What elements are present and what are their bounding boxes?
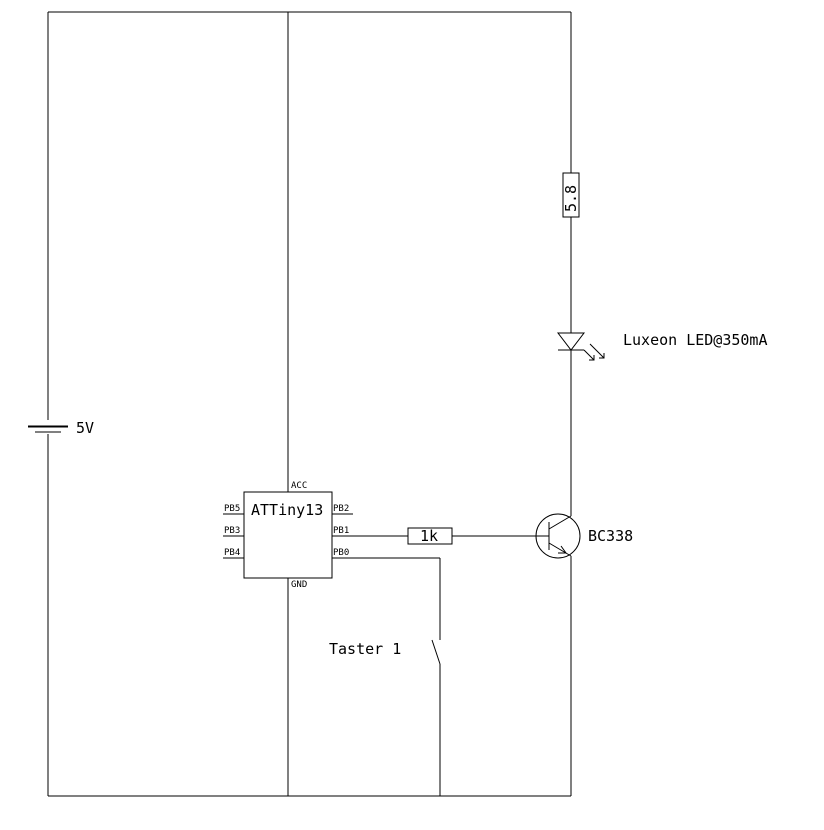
battery-symbol: 5V [28, 419, 94, 437]
pin-pb0-label: PB0 [333, 548, 349, 558]
pin-pb5-label: PB5 [224, 504, 240, 514]
led-light-arrow-1 [583, 349, 595, 361]
led-label: Luxeon LED@350mA [623, 331, 768, 349]
transistor-emitter [548, 542, 572, 557]
led-diode-triangle [556, 332, 586, 351]
switch-branch: Taster 1 [329, 557, 441, 796]
mcu-name: ATTiny13 [251, 501, 323, 519]
pin-pb2-label: PB2 [333, 504, 349, 514]
switch-label: Taster 1 [329, 640, 401, 658]
led-light-arrow-2 [589, 343, 605, 359]
transistor-emitter-arrow [558, 545, 567, 554]
switch-lever [431, 639, 441, 665]
resistor-5-8-label: 5.8 [562, 185, 580, 212]
transistor-collector [548, 515, 572, 530]
supply-wires [47, 11, 571, 797]
resistor-1k-label: 1k [420, 527, 438, 545]
pin-pb1-label: PB1 [333, 526, 349, 536]
pin-pb3-label: PB3 [224, 526, 240, 536]
led-light-arrowhead-1 [589, 355, 595, 361]
mcu-body [243, 491, 333, 579]
led-branch: 5.8 Luxeon LED@350mA [556, 12, 768, 796]
pin-gnd-label: GND [291, 580, 307, 590]
transistor-label: BC338 [588, 527, 633, 545]
led-light-arrowhead-2 [599, 353, 605, 359]
transistor-symbol: BC338 [535, 513, 633, 559]
pin-vcc-label: ACC [291, 481, 307, 491]
base-resistor-branch: 1k [332, 527, 549, 545]
battery-label: 5V [76, 419, 94, 437]
pin-pb4-label: PB4 [224, 548, 240, 558]
mcu-attiny13: ATTiny13 ACC GND PB5 PB3 PB4 PB2 PB1 PB0 [223, 481, 353, 590]
